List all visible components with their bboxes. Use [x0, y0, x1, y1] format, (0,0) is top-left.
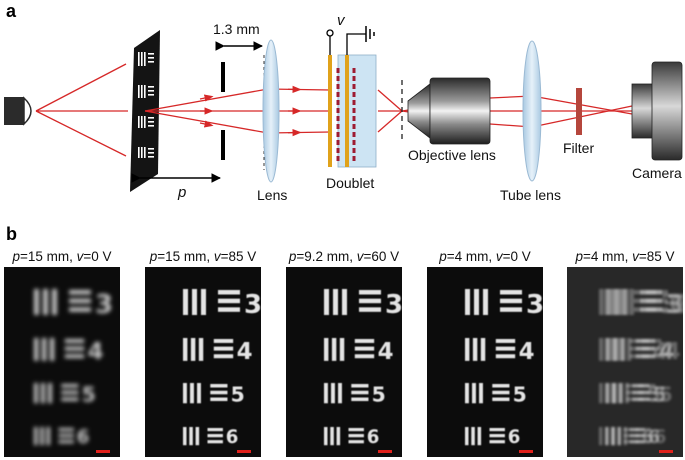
tube-lens: [522, 40, 542, 182]
doublet-label: Doublet: [326, 175, 374, 191]
svg-text:6: 6: [654, 427, 667, 448]
p-label: p: [177, 184, 186, 201]
doublet: v: [326, 12, 377, 168]
svg-text:4: 4: [88, 339, 104, 365]
svg-text:4: 4: [653, 339, 669, 365]
svg-text:6: 6: [508, 427, 521, 448]
svg-text:3: 3: [526, 290, 544, 320]
ray-arrows: [199, 85, 302, 137]
svg-text:5: 5: [513, 382, 527, 406]
svg-text:5: 5: [82, 382, 96, 406]
svg-text:3: 3: [672, 290, 685, 320]
svg-text:6: 6: [226, 427, 239, 448]
scale-bar: [237, 450, 251, 453]
image-background: [4, 267, 120, 457]
svg-text:5: 5: [372, 382, 386, 406]
camera: [631, 61, 683, 161]
distance-label: 1.3 mm: [213, 21, 260, 37]
filter: [576, 88, 582, 135]
scale-bar: [519, 450, 533, 453]
imaging-rays: [144, 88, 633, 134]
svg-text:3: 3: [244, 290, 262, 320]
svg-text:4: 4: [659, 339, 675, 365]
image-caption: p=4 mm, v=0 V: [438, 249, 531, 264]
camera-label: Camera: [632, 165, 682, 181]
image-caption: p=15 mm, v=85 V: [149, 249, 257, 264]
svg-text:5: 5: [231, 382, 245, 406]
result-image-4: p=4 mm, v=0 V 3 4 5 6: [427, 249, 544, 457]
panel-b-letter: b: [6, 224, 17, 244]
objective-lens: [407, 77, 491, 145]
result-image-5: p=4 mm, v=85 V345634563456: [567, 249, 685, 457]
svg-text:4: 4: [378, 339, 394, 365]
aperture-stop: [221, 62, 225, 160]
result-image-1: p=15 mm, v=0 V 3 4 5 6: [4, 249, 120, 457]
svg-text:3: 3: [660, 290, 678, 320]
filter-label: Filter: [563, 140, 594, 156]
objective-label: Objective lens: [408, 147, 496, 163]
svg-text:3: 3: [95, 290, 113, 320]
image-caption: p=9.2 mm, v=60 V: [288, 249, 399, 264]
distance-arrow: 1.3 mm: [213, 21, 263, 51]
result-image-3: p=9.2 mm, v=60 V 3 4 5 6: [286, 249, 403, 457]
light-source: [4, 96, 32, 126]
result-image-2: p=15 mm, v=85 V 3 4 5 6: [145, 249, 262, 457]
lens-label: Lens: [257, 187, 287, 203]
tube-lens-label: Tube lens: [500, 187, 561, 203]
scale-bar: [378, 450, 392, 453]
svg-text:4: 4: [665, 339, 681, 365]
scale-bar: [659, 450, 673, 453]
svg-text:5: 5: [659, 382, 673, 406]
svg-text:6: 6: [648, 427, 661, 448]
scale-bar: [96, 450, 110, 453]
svg-text:4: 4: [519, 339, 535, 365]
optical-setup-diagram: a: [4, 1, 683, 203]
svg-text:6: 6: [367, 427, 380, 448]
image-caption: p=15 mm, v=0 V: [11, 249, 111, 264]
svg-text:3: 3: [666, 290, 684, 320]
svg-text:4: 4: [237, 339, 253, 365]
image-caption: p=4 mm, v=85 V: [574, 249, 674, 264]
illumination-rays: [35, 63, 128, 157]
svg-text:3: 3: [385, 290, 403, 320]
svg-text:5: 5: [653, 382, 667, 406]
p-distance-arrow: p: [131, 173, 221, 201]
svg-text:6: 6: [77, 427, 90, 448]
panel-a-letter: a: [6, 1, 17, 21]
lens: [262, 39, 280, 183]
voltage-label: v: [337, 12, 346, 29]
